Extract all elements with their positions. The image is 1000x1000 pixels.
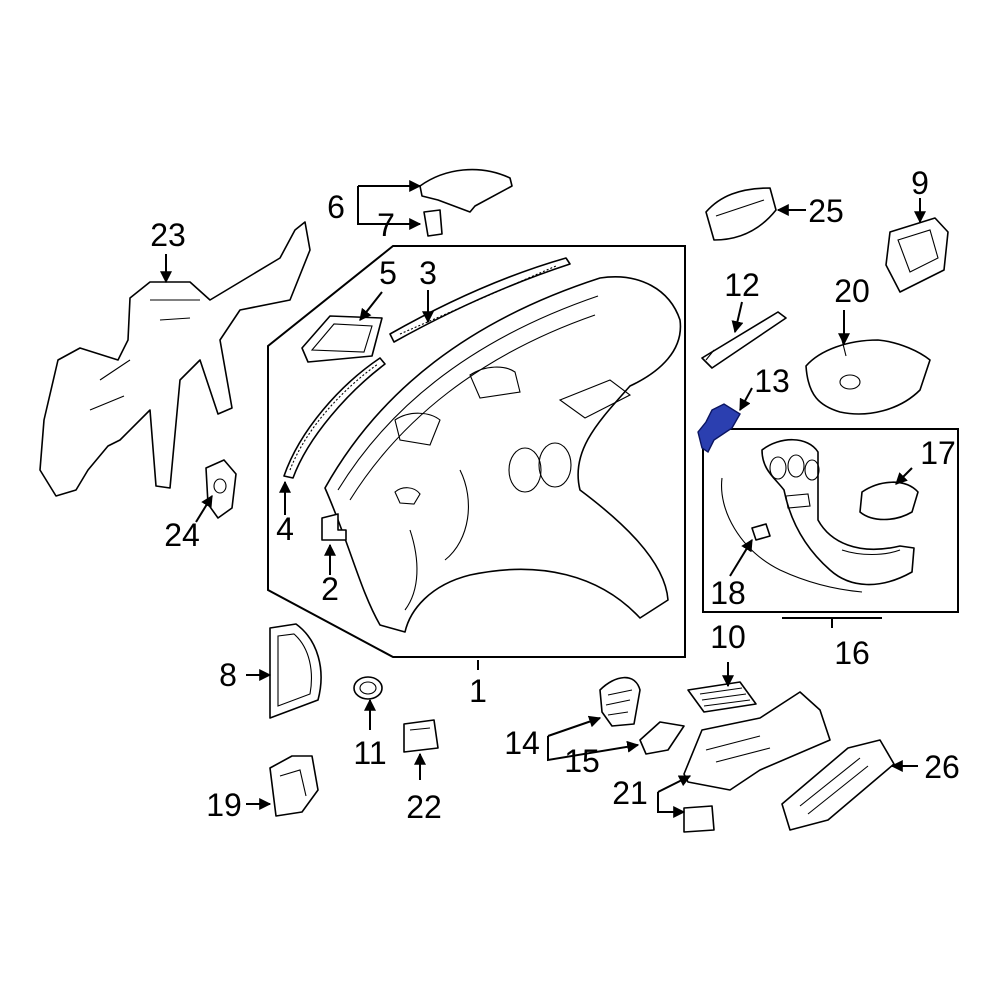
part-11-ring[interactable] xyxy=(353,676,383,700)
part-16-center-console[interactable] xyxy=(761,439,915,586)
part-5-speaker-grille[interactable] xyxy=(301,315,383,363)
part-13-highlighted-bracket[interactable] xyxy=(697,403,741,454)
callout-18: 18 xyxy=(710,575,746,611)
part-23-cross-car-beam[interactable] xyxy=(39,221,311,497)
callout-7: 7 xyxy=(377,207,395,243)
part-9-bracket[interactable] xyxy=(885,217,949,293)
callout-21: 21 xyxy=(612,775,648,811)
dashboard-group-frame xyxy=(267,245,686,658)
callout-6: 6 xyxy=(327,189,345,225)
part-18-cable[interactable] xyxy=(720,477,863,593)
part-17-pad[interactable] xyxy=(859,481,919,521)
part-15-vent[interactable] xyxy=(639,721,685,755)
callout-13: 13 xyxy=(754,363,790,399)
part-24-bracket[interactable] xyxy=(205,459,237,519)
callout-11: 11 xyxy=(353,735,386,771)
callout-1: 1 xyxy=(469,673,487,709)
callout-17: 17 xyxy=(920,435,956,471)
callout-5: 5 xyxy=(379,255,397,291)
callout-3: 3 xyxy=(419,255,437,291)
part-1-dashboard[interactable] xyxy=(324,276,682,633)
part-8-side-panel[interactable] xyxy=(269,623,322,719)
part-25-control-unit[interactable] xyxy=(705,187,777,241)
callout-8: 8 xyxy=(219,657,237,693)
part-20-console-housing[interactable] xyxy=(805,339,931,415)
console-group-frame xyxy=(702,428,959,613)
callout-26: 26 xyxy=(924,749,960,785)
part-21-clip[interactable] xyxy=(683,805,715,833)
callout-23: 23 xyxy=(150,217,186,253)
callout-15: 15 xyxy=(564,743,600,779)
leader-lines xyxy=(160,180,926,818)
part-12-trim-strip[interactable] xyxy=(701,311,787,369)
callout-14: 14 xyxy=(504,725,540,761)
callout-24: 24 xyxy=(164,517,200,553)
part-10-vent[interactable] xyxy=(687,681,757,713)
part-2-clip[interactable] xyxy=(321,513,347,541)
part-19-bracket[interactable] xyxy=(269,755,319,817)
callout-labels: 1 2 3 4 5 6 7 8 9 10 11 12 13 14 15 16 1… xyxy=(150,165,960,825)
part-7-clip[interactable] xyxy=(423,209,443,237)
part-6-cover[interactable] xyxy=(419,168,513,213)
callout-19: 19 xyxy=(206,787,242,823)
callout-4: 4 xyxy=(276,511,294,547)
part-21-console-frame[interactable] xyxy=(683,691,831,791)
callout-9: 9 xyxy=(911,165,929,201)
callout-25: 25 xyxy=(808,193,844,229)
callout-22: 22 xyxy=(406,789,442,825)
part-14-air-duct[interactable] xyxy=(599,676,641,727)
callout-10: 10 xyxy=(710,619,746,655)
part-4-side-trim[interactable] xyxy=(283,357,386,479)
callout-2: 2 xyxy=(321,571,339,607)
part-22-clip[interactable] xyxy=(403,719,439,753)
callout-16: 16 xyxy=(834,635,870,671)
callout-12: 12 xyxy=(724,267,760,303)
callout-20: 20 xyxy=(834,273,870,309)
